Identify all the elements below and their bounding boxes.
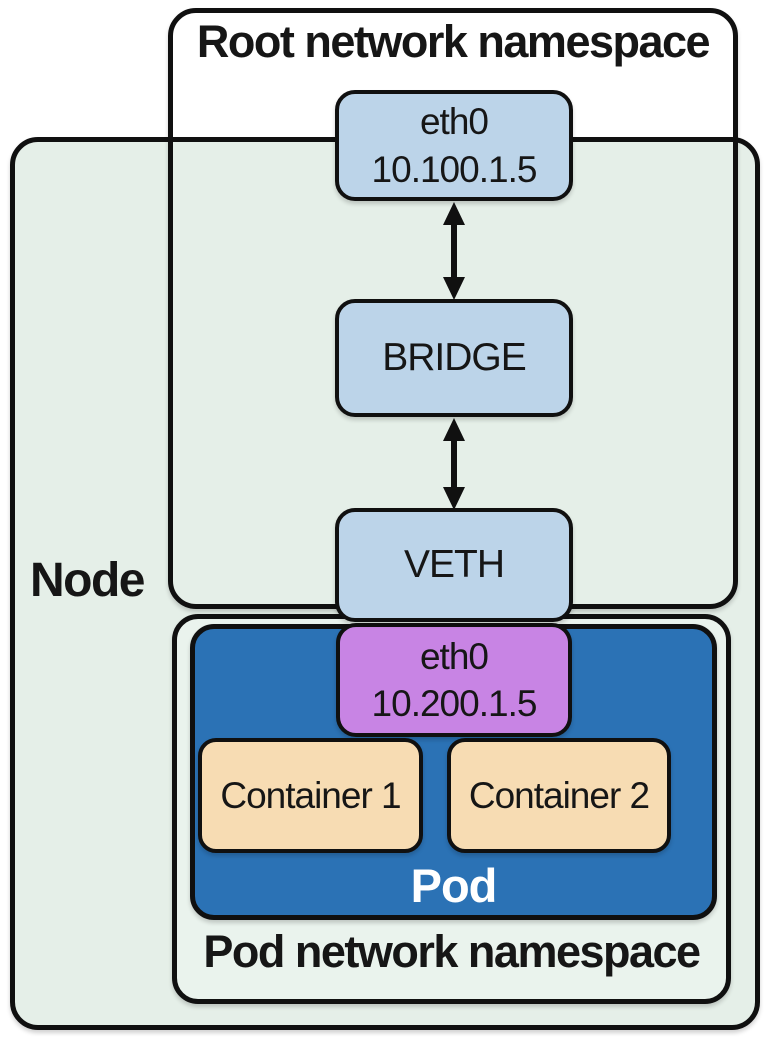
node-label: Node xyxy=(30,554,146,607)
veth-box: VETH xyxy=(335,508,573,622)
pod-namespace-title: Pod network namespace xyxy=(203,926,701,977)
bidirectional-arrow-icon xyxy=(443,202,465,300)
veth-label: VETH xyxy=(403,543,505,587)
container-2-label: Container 2 xyxy=(468,774,650,816)
container-2-box: Container 2 xyxy=(447,738,671,853)
root-namespace-title: Root network namespace xyxy=(196,16,711,67)
bridge-label: BRIDGE xyxy=(382,336,527,380)
host-eth0-name: eth0 xyxy=(419,101,489,143)
host-eth0-ip: 10.100.1.5 xyxy=(371,148,538,190)
container-1-label: Container 1 xyxy=(220,774,401,816)
bidirectional-arrow-icon xyxy=(443,418,465,510)
host-eth0-box: eth0 10.100.1.5 xyxy=(335,90,573,201)
pod-eth0-ip: 10.200.1.5 xyxy=(371,683,538,724)
pod-label: Pod xyxy=(410,859,498,912)
pod-eth0-name: eth0 xyxy=(419,635,489,677)
pod-eth0-box: eth0 10.200.1.5 xyxy=(336,623,572,737)
container-1-box: Container 1 xyxy=(198,738,423,853)
bridge-box: BRIDGE xyxy=(335,299,573,417)
